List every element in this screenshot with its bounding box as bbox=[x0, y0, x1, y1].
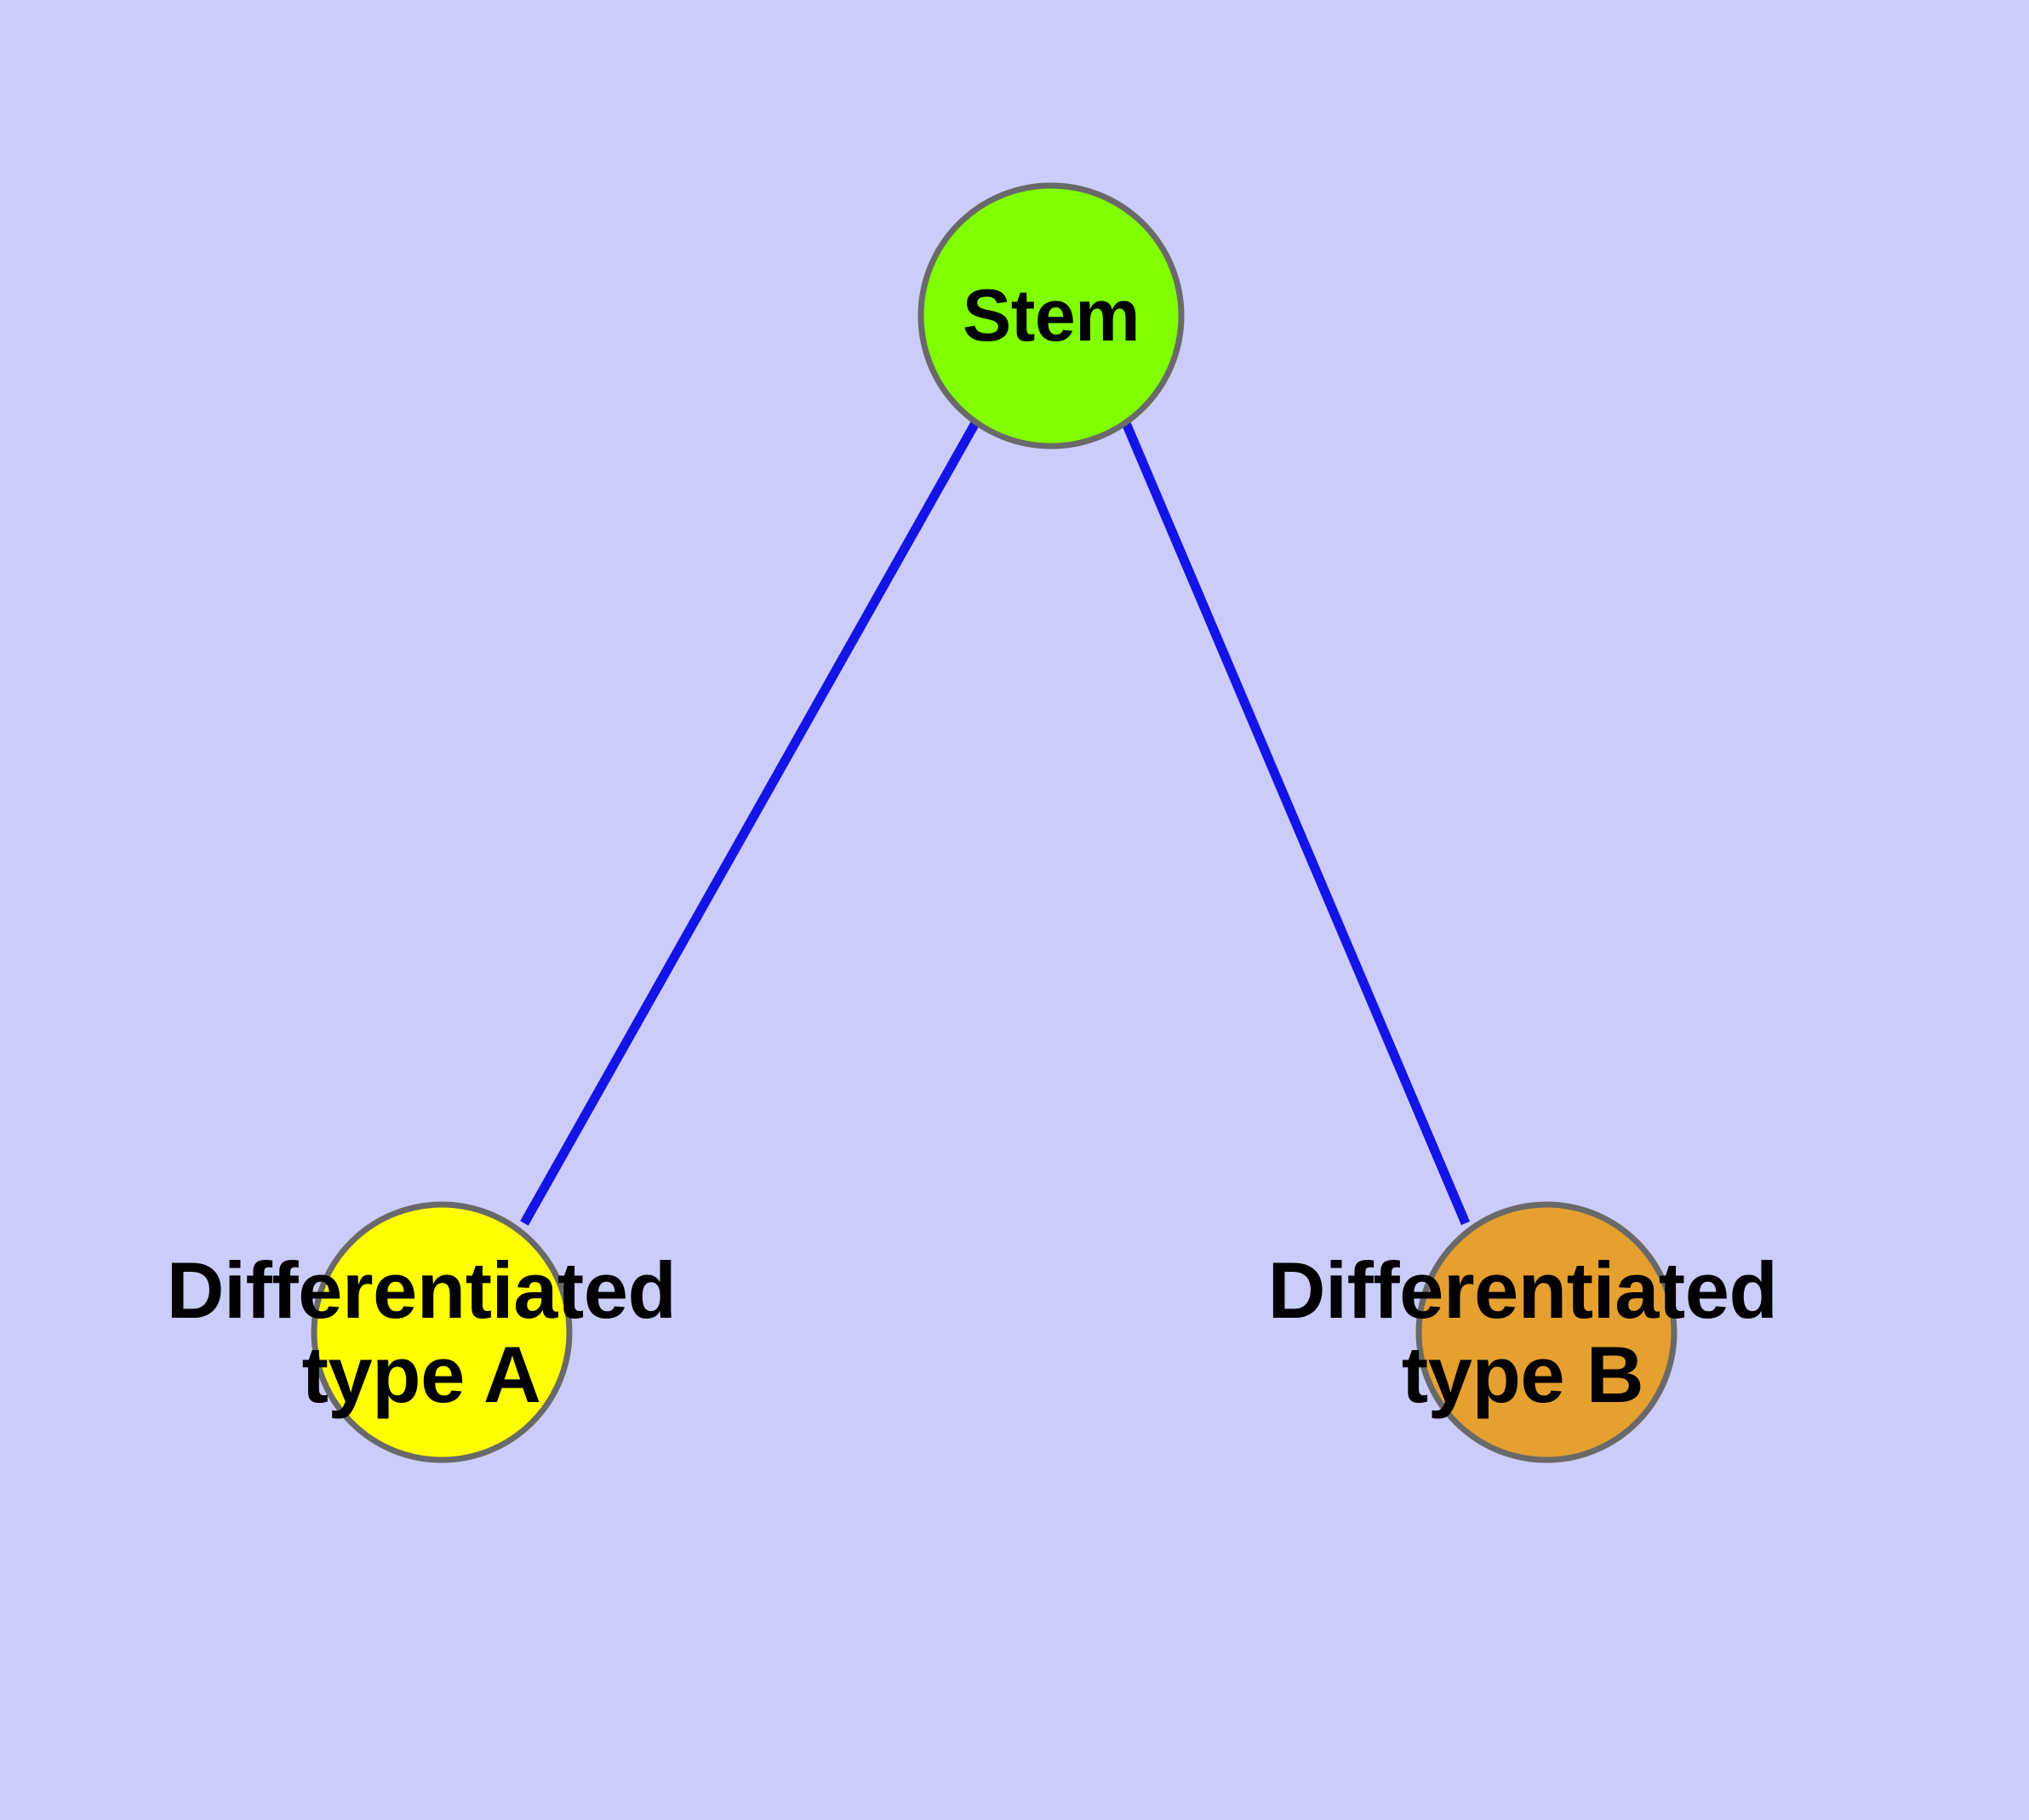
node-layer bbox=[311, 182, 1677, 1463]
edge-layer bbox=[520, 421, 1471, 1226]
node-stem[interactable] bbox=[917, 182, 1185, 449]
edge-stem-to-type-a bbox=[520, 421, 980, 1226]
node-differentiated-type-a[interactable] bbox=[311, 1201, 573, 1463]
edge-stem-to-type-b bbox=[1121, 421, 1471, 1226]
node-differentiated-type-b[interactable] bbox=[1415, 1201, 1677, 1463]
